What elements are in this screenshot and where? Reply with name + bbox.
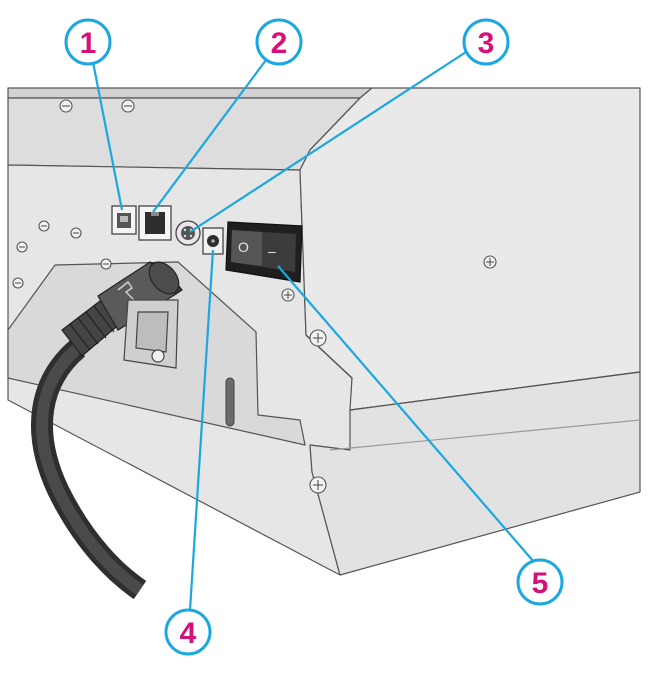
side-panel xyxy=(299,87,641,411)
callout-ring xyxy=(462,18,510,66)
screw xyxy=(309,476,327,494)
screw xyxy=(16,241,28,253)
round-connector-port xyxy=(175,220,201,246)
callout-4: 4 xyxy=(164,608,212,656)
leader-line-2 xyxy=(152,59,267,213)
callout-number: 3 xyxy=(478,27,495,60)
screws xyxy=(12,99,497,494)
leader-line-1 xyxy=(91,61,124,211)
switch-off-symbol: O xyxy=(238,239,249,255)
callout-ring xyxy=(164,608,212,656)
callout-number: 2 xyxy=(271,27,288,60)
ac-inlet xyxy=(123,299,179,369)
callout-5: 5 xyxy=(516,558,564,606)
screw xyxy=(59,99,73,113)
power-switch: O – xyxy=(225,221,303,283)
callout-1: 1 xyxy=(64,18,112,66)
screw xyxy=(309,329,327,347)
screw xyxy=(121,99,135,113)
leader-line-4 xyxy=(188,249,215,611)
leader-lines xyxy=(91,51,535,611)
lower-seam xyxy=(329,419,641,451)
switch-on-symbol: – xyxy=(268,243,276,259)
screw xyxy=(38,220,50,232)
screw xyxy=(483,255,497,269)
screw xyxy=(100,258,112,270)
leader-line-5 xyxy=(277,265,535,563)
callout-number: 5 xyxy=(532,567,549,600)
screw xyxy=(70,227,82,239)
usb-port xyxy=(111,205,137,235)
callout-number: 4 xyxy=(180,617,197,650)
vent-slot xyxy=(225,377,235,427)
leader-line-3 xyxy=(189,51,467,233)
callout-3: 3 xyxy=(462,18,510,66)
callout-number: 1 xyxy=(80,27,97,60)
screw xyxy=(281,288,295,302)
callout-ring xyxy=(255,18,303,66)
ethernet-port xyxy=(138,205,172,241)
screw xyxy=(12,277,24,289)
power-cable xyxy=(30,339,147,600)
top-panel xyxy=(7,87,373,99)
callout-ring xyxy=(64,18,112,66)
callout-2: 2 xyxy=(255,18,303,66)
side-edge xyxy=(309,97,361,151)
power-plug xyxy=(61,261,183,357)
callout-ring xyxy=(516,558,564,606)
